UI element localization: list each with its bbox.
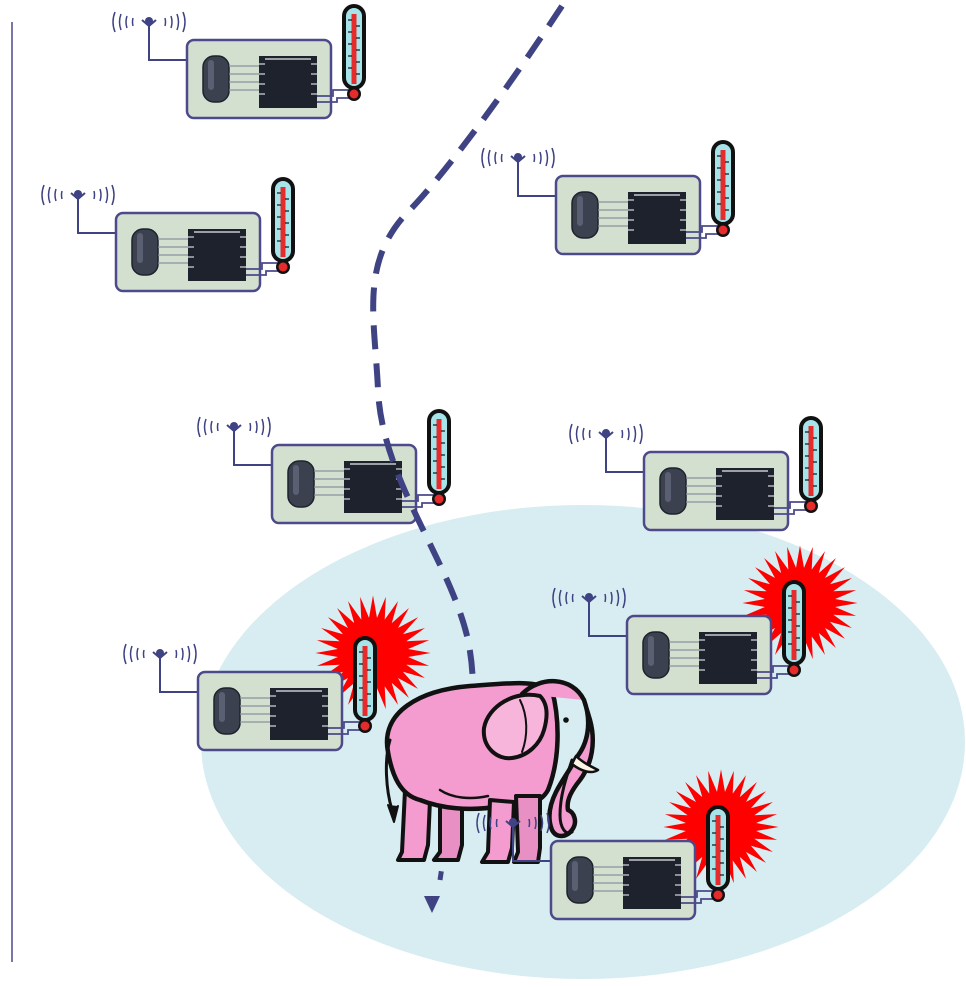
- sensor-node-icon: [111, 2, 368, 120]
- sensor-node-icon: [196, 407, 453, 525]
- sensor-node-icon: [480, 138, 737, 256]
- sensor-node-icon: [40, 175, 297, 293]
- elephant-icon: [384, 679, 600, 864]
